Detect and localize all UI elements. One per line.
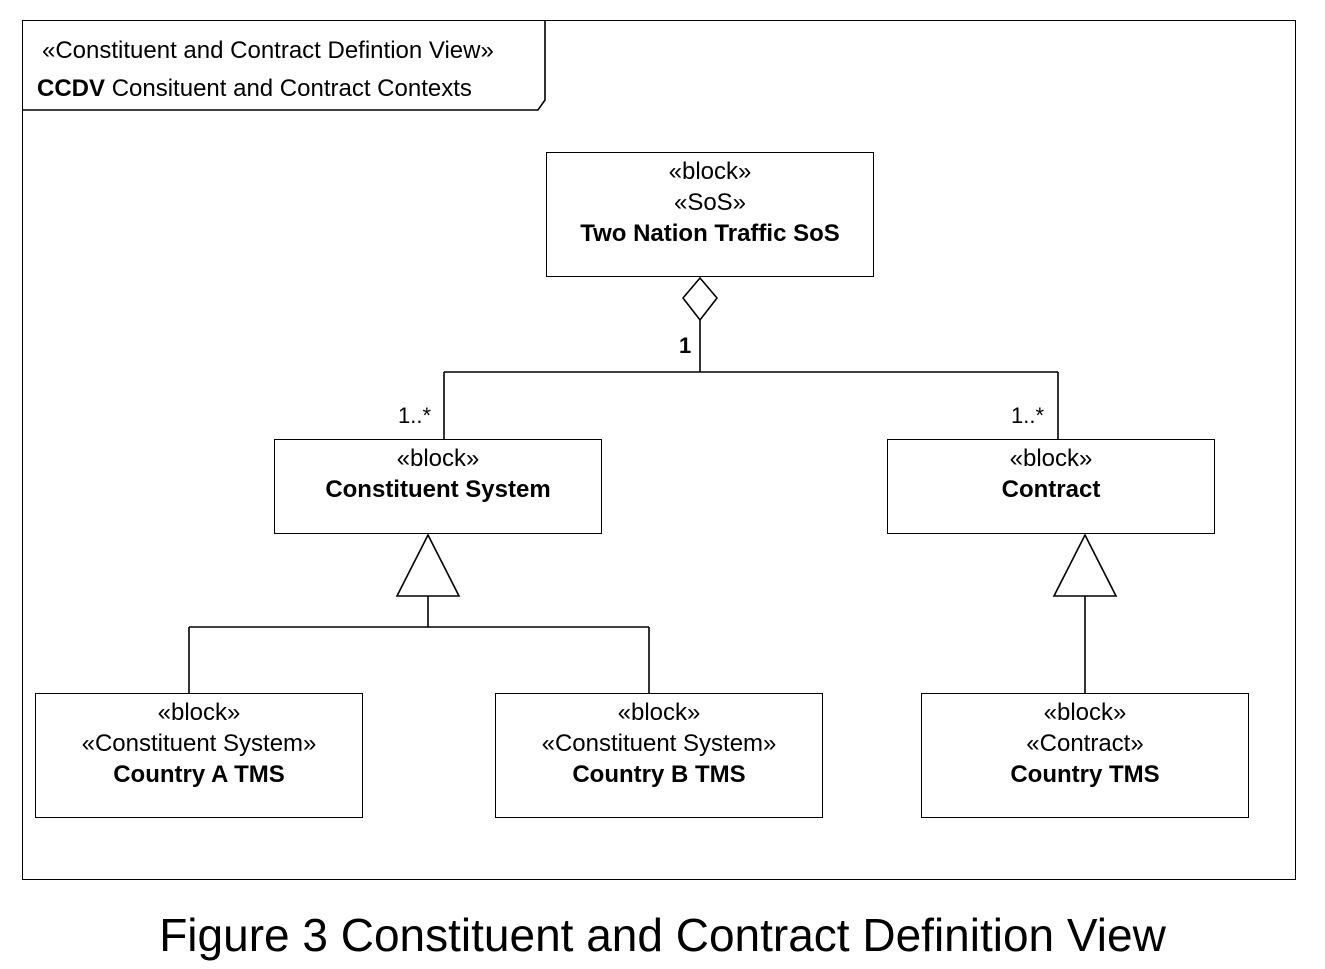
block-name: Country TMS bbox=[1010, 761, 1160, 788]
stereotype-label: «block» bbox=[157, 699, 241, 726]
aggregation-diamond bbox=[681, 276, 719, 322]
block-name: Constituent System bbox=[325, 476, 551, 503]
block-country-a-tms: «block» «Constituent System» Country A T… bbox=[35, 693, 363, 818]
figure-caption: Figure 3 Constituent and Contract Defini… bbox=[159, 909, 1166, 961]
stereotype-label: «Contract» bbox=[1026, 730, 1144, 757]
generalization-triangle-contract bbox=[1052, 533, 1118, 597]
stereotype-label: «block» bbox=[1009, 445, 1093, 472]
block-country-b-tms: «block» «Constituent System» Country B T… bbox=[495, 693, 823, 818]
stereotype-label: «block» bbox=[617, 699, 701, 726]
stereotype-label: «block» bbox=[668, 158, 752, 185]
stereotype-label: «SoS» bbox=[673, 189, 747, 216]
block-name: Country A TMS bbox=[113, 761, 285, 788]
frame-name: Consituent and Contract Contexts bbox=[111, 75, 472, 102]
stereotype-label: «block» bbox=[396, 445, 480, 472]
multiplicity-contract-end: 1..* bbox=[1011, 403, 1045, 428]
frame-stereotype: «Constituent and Contract Defintion View… bbox=[42, 37, 494, 64]
diagram-frame bbox=[22, 20, 1296, 880]
stereotype-label: «block» bbox=[1043, 699, 1127, 726]
block-constituent-system: «block» Constituent System bbox=[274, 439, 602, 534]
frame-kind: CCDV bbox=[37, 75, 106, 102]
multiplicity-constituent-end: 1..* bbox=[398, 403, 432, 428]
block-name: Country B TMS bbox=[572, 761, 746, 788]
frame-title: CCDV Consituent and Contract Contexts bbox=[37, 77, 472, 101]
block-name: Two Nation Traffic SoS bbox=[580, 220, 840, 247]
block-contract: «block» Contract bbox=[887, 439, 1215, 534]
frame-heading-tab bbox=[22, 20, 546, 111]
multiplicity-aggregation-source: 1 bbox=[679, 333, 692, 358]
block-country-tms: «block» «Contract» Country TMS bbox=[921, 693, 1249, 818]
block-two-nation-traffic-sos: «block» «SoS» Two Nation Traffic SoS bbox=[546, 152, 874, 277]
generalization-triangle-constituent bbox=[395, 533, 461, 597]
stereotype-label: «Constituent System» bbox=[81, 730, 317, 757]
block-name: Contract bbox=[1001, 476, 1101, 503]
stereotype-label: «Constituent System» bbox=[541, 730, 777, 757]
